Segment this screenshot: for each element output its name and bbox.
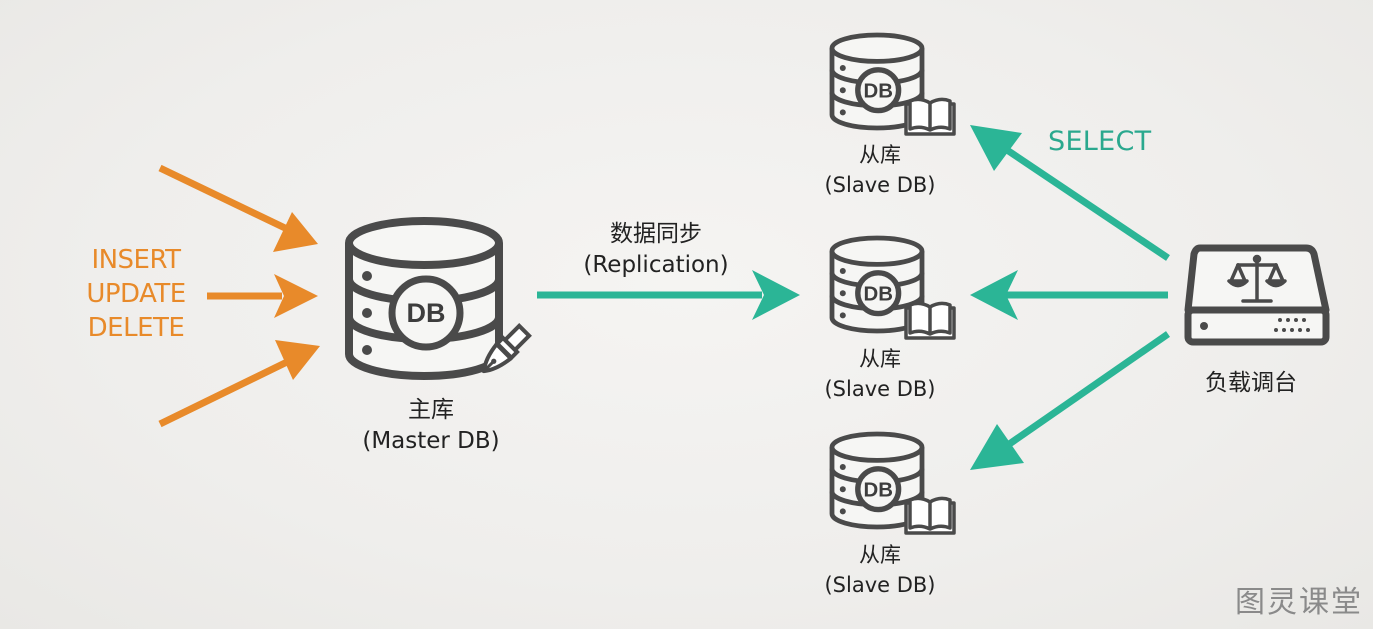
select-label: SELECT	[1048, 126, 1152, 157]
write-arrow-top	[158, 164, 318, 252]
book-icon	[904, 301, 956, 340]
master-db-label: 主库 (Master DB)	[326, 395, 536, 457]
watermark: 图灵课堂	[1235, 585, 1363, 620]
slave-db-badge-label: DB	[863, 283, 892, 305]
write-operations-list: INSERT UPDATE DELETE	[62, 243, 210, 345]
master-db-subtitle: (Master DB)	[362, 428, 500, 454]
slave-db-label-2: 从库 (Slave DB)	[790, 344, 970, 404]
pen-icon	[481, 323, 532, 374]
replication-arrow	[537, 270, 800, 320]
slave-db-icon-3: DB	[832, 434, 922, 527]
master-db-icon: DB	[349, 221, 499, 376]
write-arrow-bottom	[158, 340, 320, 428]
book-icon	[904, 97, 956, 136]
read-arrow-bottom	[970, 331, 1170, 470]
slave-db-title: 从库	[859, 543, 901, 567]
replication-subtitle: (Replication)	[583, 252, 729, 278]
slave-db-icon-1: DB	[832, 35, 922, 128]
operation-update: UPDATE	[86, 279, 186, 309]
operation-insert: INSERT	[91, 245, 181, 275]
slave-db-badge-label: DB	[863, 80, 892, 102]
write-arrows	[158, 164, 320, 428]
scales-icon	[1227, 254, 1287, 303]
db-badge	[388, 275, 464, 351]
master-db-badge-label: DB	[407, 298, 446, 328]
slave-db-subtitle: (Slave DB)	[824, 377, 936, 401]
slave-db-title: 从库	[859, 143, 901, 167]
slave-db-label-3: 从库 (Slave DB)	[790, 540, 970, 600]
read-arrow-middle	[970, 270, 1168, 320]
write-arrow-middle	[207, 274, 318, 318]
slave-db-icon-2: DB	[832, 238, 922, 331]
operation-delete: DELETE	[87, 313, 185, 343]
slave-db-subtitle: (Slave DB)	[824, 573, 936, 597]
replication-title: 数据同步	[610, 221, 702, 247]
read-arrows	[970, 125, 1170, 470]
slave-db-title: 从库	[859, 347, 901, 371]
load-balancer-icon	[1184, 244, 1330, 346]
slave-db-label-1: 从库 (Slave DB)	[790, 140, 970, 200]
replication-label: 数据同步 (Replication)	[546, 219, 766, 281]
load-balancer-label: 负载调台	[1205, 370, 1297, 396]
book-icon	[904, 496, 956, 535]
slave-db-badge-label: DB	[863, 479, 892, 501]
master-db-title: 主库	[408, 397, 454, 423]
read-arrow-top	[970, 125, 1170, 261]
slave-db-subtitle: (Slave DB)	[824, 173, 936, 197]
